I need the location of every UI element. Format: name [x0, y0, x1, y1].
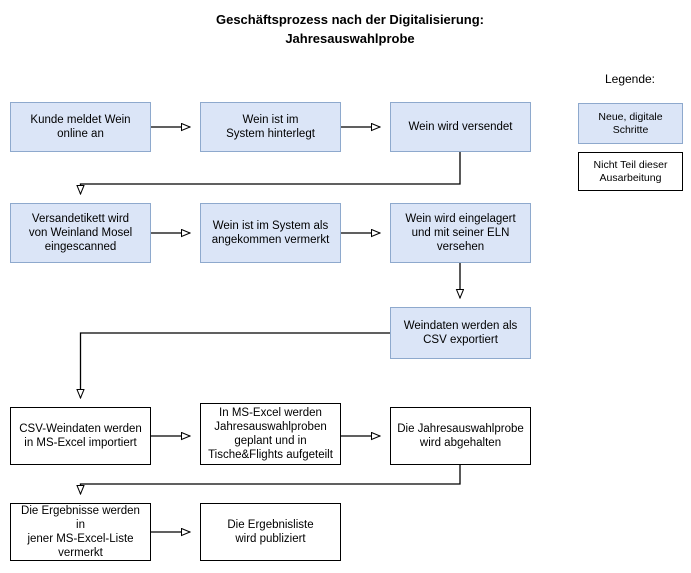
node-label: Wein wird versendet [408, 121, 513, 133]
node-label: Versandetikett wird von Weinland Mosel e… [28, 213, 133, 253]
node-label: Die Jahresauswahlprobe wird abgehalten [397, 423, 524, 449]
edge-n3-n4 [81, 152, 461, 194]
legend-item-label: Nicht Teil dieser Ausarbeitung [593, 158, 668, 184]
node-wein-wird-versendet[interactable]: Wein wird versendet [390, 102, 531, 152]
node-jahresauswahlprobe-abgehalten[interactable]: Die Jahresauswahlprobe wird abgehalten [390, 407, 531, 465]
edge-n10-n11 [81, 465, 461, 494]
node-kunde-meldet-wein-online-an[interactable]: Kunde meldet Wein online an [10, 102, 151, 152]
node-label: Kunde meldet Wein online an [30, 114, 131, 140]
node-jahresauswahlproben-geplant[interactable]: In MS-Excel werden Jahresauswahlproben g… [200, 403, 341, 465]
node-label: Wein ist im System als angekommen vermer… [211, 220, 330, 246]
node-csv-weindaten-importiert[interactable]: CSV-Weindaten werden in MS-Excel importi… [10, 407, 151, 465]
legend-item-new-digital-step: Neue, digitale Schritte [578, 103, 683, 144]
node-label: Wein wird eingelagert und mit seiner ELN… [405, 213, 516, 253]
node-wein-eingelagert-eln[interactable]: Wein wird eingelagert und mit seiner ELN… [390, 203, 531, 263]
legend-heading: Legende: [604, 72, 656, 86]
node-wein-angekommen-vermerkt[interactable]: Wein ist im System als angekommen vermer… [200, 203, 341, 263]
legend-item-not-part: Nicht Teil dieser Ausarbeitung [578, 152, 683, 191]
node-wein-ist-im-system-hinterlegt[interactable]: Wein ist im System hinterlegt [200, 102, 341, 152]
node-label: Die Ergebnisse werden in jener MS-Excel-… [21, 505, 140, 559]
legend-item-label: Neue, digitale Schritte [598, 110, 663, 136]
page-title: Geschäftsprozess nach der Digitalisierun… [215, 12, 485, 46]
node-label: Weindaten werden als CSV exportiert [403, 320, 518, 346]
node-ergebnisliste-publiziert[interactable]: Die Ergebnisliste wird publiziert [200, 503, 341, 561]
node-label: Die Ergebnisliste wird publiziert [227, 519, 314, 545]
node-label: CSV-Weindaten werden in MS-Excel importi… [19, 423, 142, 449]
node-weindaten-csv-exportiert[interactable]: Weindaten werden als CSV exportiert [390, 307, 531, 359]
node-ergebnisse-vermerkt[interactable]: Die Ergebnisse werden in jener MS-Excel-… [10, 503, 151, 561]
node-label: In MS-Excel werden Jahresauswahlproben g… [208, 407, 333, 461]
node-label: Wein ist im System hinterlegt [226, 114, 315, 140]
edge-n7-n8 [81, 332, 390, 398]
node-versandetikett-eingescanned[interactable]: Versandetikett wird von Weinland Mosel e… [10, 203, 151, 263]
